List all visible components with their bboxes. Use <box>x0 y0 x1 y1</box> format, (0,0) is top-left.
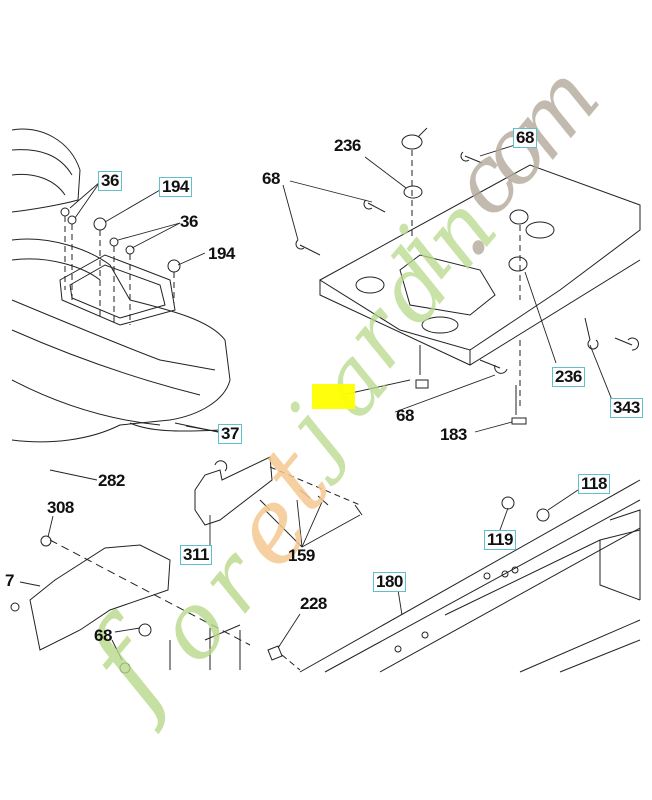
highlight-marker <box>312 384 355 409</box>
callout-194[interactable]: 194 <box>159 177 192 197</box>
callout-194[interactable]: 194 <box>208 244 235 263</box>
callout-37[interactable]: 37 <box>218 424 242 444</box>
callout-36[interactable]: 36 <box>98 171 122 191</box>
fasteners-left <box>60 207 181 325</box>
callout-119[interactable]: 119 <box>484 530 516 550</box>
leader-lines <box>19 127 613 661</box>
fender-assembly <box>11 128 231 443</box>
callout-68[interactable]: 68 <box>396 406 414 425</box>
callout-308[interactable]: 308 <box>47 498 74 517</box>
callout-159[interactable]: 159 <box>288 546 315 565</box>
seat-plate <box>295 134 641 425</box>
callout-311[interactable]: 311 <box>180 545 212 565</box>
callout-68[interactable]: 68 <box>94 626 112 645</box>
callout-228[interactable]: 228 <box>300 594 327 613</box>
frame-180 <box>267 479 641 673</box>
callout-180[interactable]: 180 <box>373 572 406 592</box>
callout-236[interactable]: 236 <box>334 136 361 155</box>
callout-118[interactable]: 118 <box>578 474 610 494</box>
callout-68[interactable]: 68 <box>262 169 280 188</box>
side-panel <box>10 535 251 674</box>
bracket-311 <box>194 456 363 526</box>
callout-36[interactable]: 36 <box>180 212 198 231</box>
callout-183[interactable]: 183 <box>440 425 467 444</box>
callout-282[interactable]: 282 <box>98 471 125 490</box>
callout-236[interactable]: 236 <box>552 367 585 387</box>
callout-7[interactable]: 7 <box>5 571 14 590</box>
callout-68[interactable]: 68 <box>513 128 537 148</box>
callout-343[interactable]: 343 <box>610 398 643 418</box>
